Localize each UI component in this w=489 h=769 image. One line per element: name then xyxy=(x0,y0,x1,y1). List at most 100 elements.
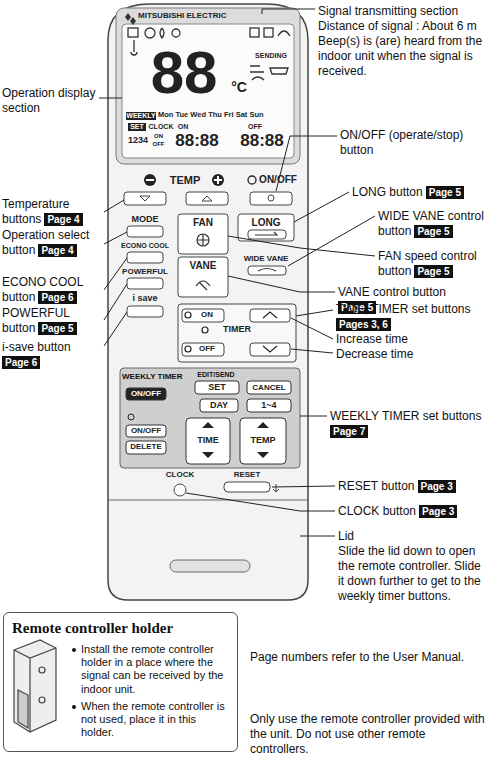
reset-button xyxy=(224,482,270,492)
button-label: TIME xyxy=(186,436,230,446)
button-label: RESET xyxy=(225,471,269,480)
page-tag: Page 3 xyxy=(418,480,456,493)
button-label: CANCEL xyxy=(247,384,291,393)
button-label: MODE xyxy=(124,215,166,225)
holder-box: Remote controller holderInstall the remo… xyxy=(3,612,238,752)
top-buttons xyxy=(124,192,292,205)
page-tag: Page 4 xyxy=(38,244,76,257)
page-tag: Page 5 xyxy=(414,265,452,278)
button-label: DAY xyxy=(200,401,238,411)
button-label: TEMP xyxy=(160,174,210,186)
button-label: Mon Tue Wed Thu Fri Sat Sun xyxy=(158,111,292,119)
annotation-group: FAN speed control buttonPage 5 xyxy=(378,249,486,279)
annotation-label: Operation display section xyxy=(2,86,98,116)
button-label: ON/OFF xyxy=(126,427,166,436)
button-label: ECONO COOL xyxy=(120,242,170,250)
annotation-group: Operation display section xyxy=(2,86,98,116)
annotation-label: Page numbers refer to the User Manual. xyxy=(250,650,485,665)
annotation-label: Decrease time xyxy=(336,347,486,362)
button-label: 88 xyxy=(138,40,230,106)
annotation-label: ON/OFF (operate/stop) button xyxy=(340,128,486,158)
button-label: ON/OFF xyxy=(258,174,298,185)
button-label: OFF xyxy=(192,345,222,354)
page-tag: Page 6 xyxy=(2,356,40,369)
annotation-label: RESET button xyxy=(338,479,415,493)
button-label: MITSUBISHI ELECTRIC xyxy=(138,12,258,21)
holder-heading: Remote controller holder xyxy=(12,619,229,637)
holder-note: Install the remote controller holder in … xyxy=(72,643,229,696)
annotation-group: ON/OFF (operate/stop) button xyxy=(340,128,486,158)
logo-mark xyxy=(125,13,136,25)
button-label: WEEKLY xyxy=(126,112,156,120)
button-label: FAN xyxy=(180,217,226,228)
page-tag: Page 7 xyxy=(330,425,368,438)
annotation-label: Lid xyxy=(338,529,486,544)
button-label: °C xyxy=(228,80,250,95)
annotation-group: Page numbers refer to the User Manual. xyxy=(250,650,485,665)
timer-buttons xyxy=(182,309,290,356)
button-label: 88:88 xyxy=(166,132,228,151)
annotation-label: TIME, TIMER set buttons xyxy=(336,302,470,316)
button-label: DELETE xyxy=(126,443,166,452)
annotation-group: CLOCK buttonPage 3 xyxy=(338,504,486,519)
button-label: 1234 xyxy=(126,136,150,146)
page-tag: Page 5 xyxy=(426,186,464,199)
button-label: LONG xyxy=(240,217,292,228)
button-label: TEMP xyxy=(240,436,286,446)
weekly-panel xyxy=(120,368,300,468)
holder-note: When the remote controller is not used, … xyxy=(72,700,229,740)
button-label: ON xyxy=(176,123,190,131)
annotation-group: ECONO COOL buttonPage 6 xyxy=(2,275,102,305)
annotation-group: Only use the remote controller provided … xyxy=(250,712,485,757)
button-label: SENDING xyxy=(250,52,292,60)
holder-illustration xyxy=(14,640,56,732)
lcd xyxy=(122,24,294,158)
page-tag: Page 4 xyxy=(44,213,82,226)
page-tag: Page 5 xyxy=(414,225,452,238)
annotation-group: LidSlide the lid down to open the remote… xyxy=(338,529,486,604)
button-label: POWERFUL xyxy=(120,268,170,277)
plus-icon xyxy=(212,174,224,186)
annotation-group: WIDE VANE control buttonPage 5 xyxy=(378,209,486,239)
button-label: CLOCK xyxy=(160,471,200,480)
annotation-group: RESET buttonPage 3 xyxy=(338,479,486,494)
display-panel xyxy=(116,8,300,164)
button-label: ON xyxy=(151,133,166,140)
annotation-label: Only use the remote controller provided … xyxy=(250,712,485,757)
leader-lines xyxy=(99,9,375,536)
button-label: SET xyxy=(128,123,146,131)
button-label: OFF xyxy=(151,141,166,148)
power-icon xyxy=(248,176,256,184)
annotation-label: Slide the lid down to open the remote co… xyxy=(338,544,486,604)
button-label: VANE xyxy=(180,260,226,271)
annotation-label: Increase time xyxy=(336,332,486,347)
annotation-group: Signal transmitting sectionDistance of s… xyxy=(318,4,486,79)
remote-body xyxy=(108,4,308,600)
button-label: TIMER xyxy=(210,325,264,335)
button-label: OFF xyxy=(246,123,264,131)
page-tag: Page 5 xyxy=(38,322,76,335)
button-label: SET xyxy=(195,383,239,393)
button-label: i save xyxy=(122,294,168,304)
button-label: EDIT/SEND xyxy=(191,371,241,379)
annotation-group: POWERFUL buttonPage 5 xyxy=(2,306,102,336)
weekly-buttons xyxy=(126,381,291,464)
page-tag: Page 3 xyxy=(419,505,457,518)
timer-box xyxy=(178,304,296,362)
button-label: ON xyxy=(192,311,222,320)
button-label: 1~4 xyxy=(247,401,291,411)
annotation-group: Operation select buttonPage 4 xyxy=(2,228,102,258)
annotation-group: Temperature buttonsPage 4 xyxy=(2,197,102,227)
annotation-label: Signal transmitting section xyxy=(318,4,486,19)
minus-icon xyxy=(144,174,156,186)
annotation-label: LONG button xyxy=(352,185,423,199)
annotation-label: WEEKLY TIMER set buttons xyxy=(330,409,481,423)
page-tag: Page 6 xyxy=(38,291,76,304)
annotation-label: Beep(s) is (are) heard from the indoor u… xyxy=(318,34,486,79)
annotation-label: VANE control button xyxy=(338,285,446,299)
lid-slot xyxy=(170,560,250,572)
annotation-group: LONG buttonPage 5 xyxy=(352,185,486,200)
annotation-label: i-save button xyxy=(2,340,71,354)
page-tag: Pages 3, 6 xyxy=(336,318,391,331)
